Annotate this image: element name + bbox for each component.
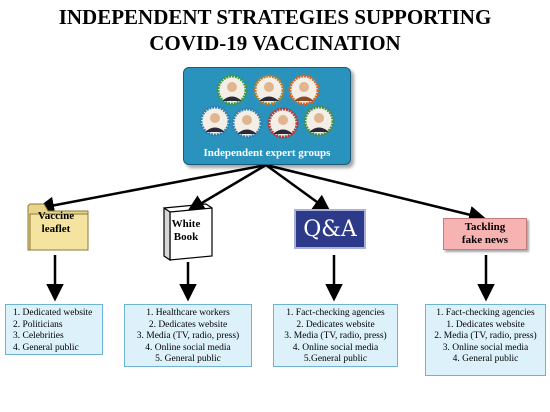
arrow-hub-to-qa [265, 163, 331, 213]
hub-label: Independent expert groups [203, 147, 331, 159]
expert-avatar [288, 74, 320, 106]
strategy-label-line: Vaccine [37, 210, 75, 222]
strategy-label-line: fake news [461, 234, 509, 246]
list-item: 3. Media (TV, radio, press) [284, 331, 387, 341]
arrow-hub-to-fake [265, 163, 487, 224]
diagram-title-line-1: INDEPENDENT STRATEGIES SUPPORTING [58, 5, 492, 29]
list-item: 3. Online social media [442, 342, 529, 353]
list-item: 1. Fact-checking agencies [286, 308, 385, 318]
list-item: 1. Fact-checking agencies [436, 308, 535, 318]
strategy-label-line: Book [173, 231, 199, 243]
expert-avatar [231, 107, 263, 139]
strategy-label-line: Tackling [464, 221, 506, 233]
list-item: 4. General public [452, 354, 519, 364]
expert-avatar [303, 105, 335, 137]
list-item: 3. Media (TV, radio, press) [136, 331, 240, 341]
list-item: 1. Dedicates website [446, 319, 525, 330]
qa-banner-icon [294, 209, 366, 249]
fake-news-channels-list: 1. Fact-checking agencies 1. Dedicates w… [425, 304, 546, 376]
expert-avatar [253, 74, 285, 106]
list-item: 2. Politicians [13, 319, 63, 330]
list-item: 5. General public [155, 354, 221, 364]
expert-avatar [216, 74, 248, 106]
expert-avatar [267, 107, 299, 139]
list-item: 4. General public [13, 342, 79, 353]
experts-people-icon [199, 74, 335, 139]
list-item: 4. Online social media [292, 342, 379, 353]
leaflet-channels-list: 1. Dedicated website 2. Politicians 3. C… [5, 304, 103, 355]
list-item: 5.General public [303, 354, 368, 364]
list-item: 3. Celebrities [13, 331, 64, 341]
list-item: 1. Dedicated website [13, 308, 93, 318]
list-item: 2. Media (TV, radio, press) [434, 331, 537, 341]
list-item: 1. Healthcare workers [146, 308, 230, 318]
diagram-title-line-2: COVID-19 VACCINATION [149, 31, 401, 55]
list-item: 4. Online social media [145, 342, 231, 353]
book-icon [163, 203, 213, 262]
strategy-qa: Q&A [294, 210, 366, 248]
arrow-hub-to-leaflet [36, 163, 267, 214]
list-item: 2. Dedicates website [296, 319, 375, 330]
folder-icon [27, 203, 89, 251]
strategy-label-line: Q&A [303, 216, 357, 242]
expert-avatar [199, 105, 231, 137]
qa-channels-list: 1. Fact-checking agencies 2. Dedicates w… [273, 304, 398, 367]
arrow-hub-to-whitebook [186, 163, 267, 212]
strategy-label-line: White [171, 218, 201, 230]
strategy-label-line: leaflet [41, 223, 71, 235]
expert-groups-hub: Independent expert groups [183, 67, 351, 165]
list-item: 2. Dedicates website [148, 319, 228, 330]
whitebook-channels-list: 1. Healthcare workers 2. Dedicates websi… [124, 304, 252, 367]
